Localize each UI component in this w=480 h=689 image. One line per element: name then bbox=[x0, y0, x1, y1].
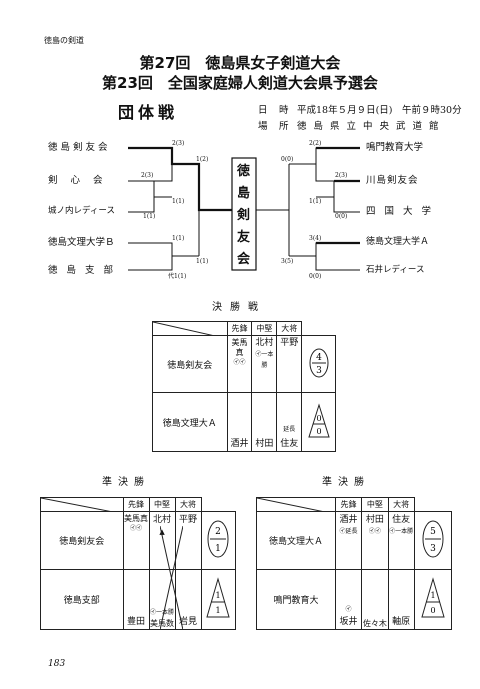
semi-right-a-player-2: 村田㋑㋑ bbox=[361, 511, 389, 570]
right-team-2: 川島剣友会 bbox=[366, 175, 419, 186]
left-team-5: 徳島支部 bbox=[48, 265, 123, 276]
svg-text:0: 0 bbox=[316, 414, 321, 423]
winner-char-2: 島 bbox=[237, 186, 251, 201]
right-team-1: 鳴門教育大学 bbox=[366, 142, 424, 153]
winner-char-3: 剣 bbox=[237, 208, 251, 223]
semi-right-table: 先鋒 中堅 大将 徳島文理大Ａ 酒井㋑延長 村田㋑㋑ 住友㋑一本勝 5 3 鳴門… bbox=[256, 497, 453, 630]
page-number: 183 bbox=[48, 659, 66, 669]
svg-text:2: 2 bbox=[215, 527, 221, 537]
final-a-player-2: 北村㋑一本勝 bbox=[251, 335, 278, 393]
date-value: 平成18年５月９日(日) 午前９時30分 bbox=[297, 105, 462, 116]
right-team-3: 四国大学 bbox=[366, 206, 441, 217]
score-left-6: 1(1) bbox=[172, 235, 185, 242]
semi-left-a-player-3: 平野 bbox=[174, 511, 202, 570]
svg-text:0: 0 bbox=[430, 606, 435, 615]
score-left-2: 2(3) bbox=[141, 172, 154, 179]
semi-left-a-player-1: 美馬真㋑㋑ bbox=[122, 511, 150, 570]
semi-right-a-player-3: 住友㋑一本勝 bbox=[387, 511, 415, 570]
right-team-5: 石井レディース bbox=[366, 265, 425, 275]
svg-text:3: 3 bbox=[430, 544, 436, 554]
score-right-7: 3(5) bbox=[281, 258, 294, 265]
score-right-1: 2(2) bbox=[309, 140, 322, 147]
final-pos-2: 中堅 bbox=[251, 321, 278, 336]
final-a-player-3: 平野 bbox=[276, 335, 303, 393]
svg-text:1: 1 bbox=[216, 606, 221, 615]
svg-text:1: 1 bbox=[215, 544, 221, 554]
semi-right-a-player-1: 酒井㋑延長 bbox=[334, 511, 363, 570]
final-pos-3: 大将 bbox=[276, 321, 303, 336]
left-team-4: 徳島文理大学Ｂ bbox=[48, 237, 115, 248]
final-b-player-1: 酒井 bbox=[226, 392, 253, 452]
score-right-2: 0(0) bbox=[281, 156, 294, 163]
score-left-7: 1(1) bbox=[196, 258, 209, 265]
team-section-heading: 団体戦 bbox=[118, 103, 179, 122]
place-value: 徳島県立中央武道館 bbox=[297, 121, 446, 132]
no-match-cross bbox=[160, 526, 183, 630]
left-team-3: 城ノ内レディース bbox=[48, 206, 115, 216]
svg-text:1: 1 bbox=[430, 591, 435, 600]
tournament-bracket bbox=[128, 146, 360, 271]
place-label: 場 所 bbox=[258, 121, 290, 132]
semi-right-team-b: 鳴門教育大 bbox=[256, 569, 336, 630]
semi-left-table: 先鋒 中堅 大将 徳島剣友会 美馬真㋑㋑ 北村▲ 平野 2 1 徳島支部 豊田 … bbox=[40, 497, 237, 630]
left-team-1: 徳島剣友会 bbox=[48, 142, 111, 153]
svg-text:5: 5 bbox=[430, 527, 436, 537]
final-a-score: 4 3 bbox=[301, 335, 336, 393]
semi-left-team-a: 徳島剣友会 bbox=[40, 511, 124, 570]
date-label: 日 時 bbox=[258, 105, 290, 116]
svg-text:4: 4 bbox=[316, 353, 322, 363]
semi-left-b-player-1: 豊田 bbox=[122, 569, 150, 630]
final-heading: 決勝戦 bbox=[212, 302, 266, 313]
final-table: 先鋒 中堅 大将 徳島剣友会 美馬真㋑㋑ 北村㋑一本勝 平野 4 3 徳島文理大… bbox=[152, 321, 336, 452]
score-left-1: 2(3) bbox=[172, 140, 185, 147]
score-left-4: 1(1) bbox=[172, 198, 185, 205]
left-team-2: 剣心会 bbox=[48, 175, 116, 186]
score-right-6: 3(4) bbox=[309, 235, 322, 242]
semi-left-pos-1: 先鋒 bbox=[122, 497, 150, 512]
final-a-player-1: 美馬真㋑㋑ bbox=[226, 335, 253, 393]
final-b-player-3: 延長住友 bbox=[276, 392, 303, 452]
semi-left-heading: 準決勝 bbox=[102, 477, 150, 488]
semi-right-b-player-2: 佐々木 bbox=[361, 569, 389, 630]
semi-left-b-score: 1 1 bbox=[200, 569, 237, 630]
semi-left-a-player-2: 北村▲ bbox=[148, 511, 176, 570]
semi-right-pos-1: 先鋒 bbox=[334, 497, 363, 512]
winner-char-1: 徳 bbox=[237, 164, 251, 179]
final-corner-cell bbox=[152, 321, 228, 336]
final-b-player-2: 村田 bbox=[251, 392, 278, 452]
final-pos-1: 先鋒 bbox=[226, 321, 253, 336]
final-team-b: 徳島文理大Ａ bbox=[152, 392, 228, 452]
title-line-2: 第23回 全国家庭婦人剣道大会県予選会 bbox=[102, 74, 378, 92]
semi-right-team-a: 徳島文理大Ａ bbox=[256, 511, 336, 570]
semi-right-pos-2: 中堅 bbox=[361, 497, 389, 512]
semi-right-heading: 準決勝 bbox=[322, 477, 370, 488]
semi-right-b-score: 1 0 bbox=[413, 569, 453, 630]
svg-text:3: 3 bbox=[316, 366, 322, 376]
final-team-a: 徳島剣友会 bbox=[152, 335, 228, 393]
semi-right-b-player-1: ㋑坂井 bbox=[334, 569, 363, 630]
score-right-3: 2(3) bbox=[335, 172, 348, 179]
score-right-4: 1(1) bbox=[309, 198, 322, 205]
score-left-5: 1(2) bbox=[196, 156, 209, 163]
semi-right-b-player-3: 軸原 bbox=[387, 569, 415, 630]
score-right-5: 0(0) bbox=[335, 213, 348, 220]
semi-right-a-score: 5 3 bbox=[413, 511, 453, 570]
final-b-score: 0 0 bbox=[301, 392, 336, 452]
title-line-1: 第27回 徳島県女子剣道大会 bbox=[139, 54, 341, 72]
score-left-3: 1(1) bbox=[143, 213, 156, 220]
right-team-4: 徳島文理大学Ａ bbox=[366, 237, 430, 247]
svg-text:1: 1 bbox=[216, 591, 221, 600]
semi-right-pos-3: 大将 bbox=[387, 497, 415, 512]
semi-left-pos-3: 大将 bbox=[174, 497, 202, 512]
semi-left-b-player-3: 岩見 bbox=[174, 569, 202, 630]
running-head: 徳島の剣道 bbox=[44, 36, 84, 45]
winner-char-5: 会 bbox=[237, 252, 251, 267]
semi-left-pos-2: 中堅 bbox=[148, 497, 176, 512]
semi-left-team-b: 徳島支部 bbox=[40, 569, 124, 630]
svg-text:0: 0 bbox=[316, 427, 321, 436]
score-right-8: 0(0) bbox=[309, 273, 322, 280]
semi-left-a-score: 2 1 bbox=[200, 511, 237, 570]
winner-char-4: 友 bbox=[237, 230, 251, 245]
score-left-8: 代1(1) bbox=[168, 273, 187, 280]
